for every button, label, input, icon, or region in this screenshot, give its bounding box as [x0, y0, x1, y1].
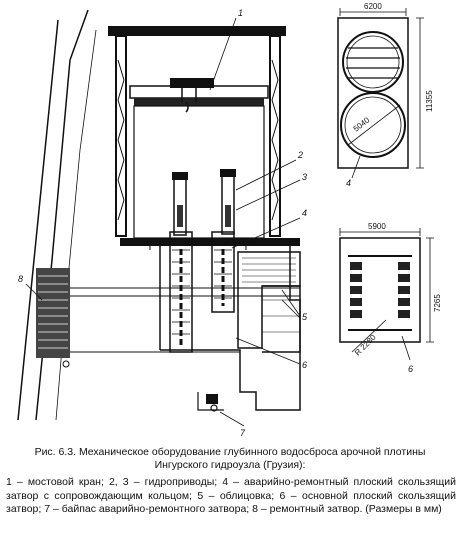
dim-11355: 11355	[425, 90, 434, 112]
gate-rollers-right	[398, 262, 410, 318]
label-4b: 4	[346, 178, 351, 188]
crane-girder	[108, 26, 286, 36]
label-4: 4	[302, 208, 307, 218]
label-8: 8	[18, 274, 23, 284]
label-2: 2	[297, 150, 303, 160]
legend-text: 1 – мостовой кран; 2, 3 – гидроприводы; …	[6, 476, 456, 515]
gate-rollers-left	[350, 262, 362, 318]
label-6b: 6	[408, 364, 413, 374]
lining-block	[237, 251, 301, 353]
gate-column	[169, 231, 235, 353]
gate-section-view: 6200 5040 11355 4	[337, 2, 434, 188]
label-5: 5	[302, 312, 308, 322]
figure-legend: 1 – мостовой кран; 2, 3 – гидроприводы; …	[6, 476, 456, 517]
bypass-valve	[206, 394, 218, 412]
label-6: 6	[302, 360, 307, 370]
label-3: 3	[302, 172, 307, 182]
figure-caption: Рис. 6.3. Механическое оборудование глуб…	[4, 446, 456, 472]
dim-R2280: R 2280	[353, 332, 378, 357]
main-section: 1 2 3 4 5 6 7 8	[17, 8, 308, 438]
dim-5900: 5900	[368, 222, 386, 231]
main-gate-plan-view: 5900 7265 R 2280 6	[339, 222, 442, 374]
caption-line-2: Ингурского гидроузла (Грузия):	[154, 459, 306, 471]
label-7: 7	[240, 428, 246, 438]
caption-line-1: Рис. 6.3. Механическое оборудование глуб…	[34, 446, 426, 458]
repair-gate	[36, 268, 70, 368]
label-1: 1	[238, 8, 243, 18]
hydraulic-drives	[172, 169, 236, 236]
dim-6200: 6200	[364, 2, 382, 11]
dim-7265: 7265	[433, 294, 442, 312]
dim-5040: 5040	[352, 115, 372, 133]
hoist-trolley	[170, 78, 214, 88]
